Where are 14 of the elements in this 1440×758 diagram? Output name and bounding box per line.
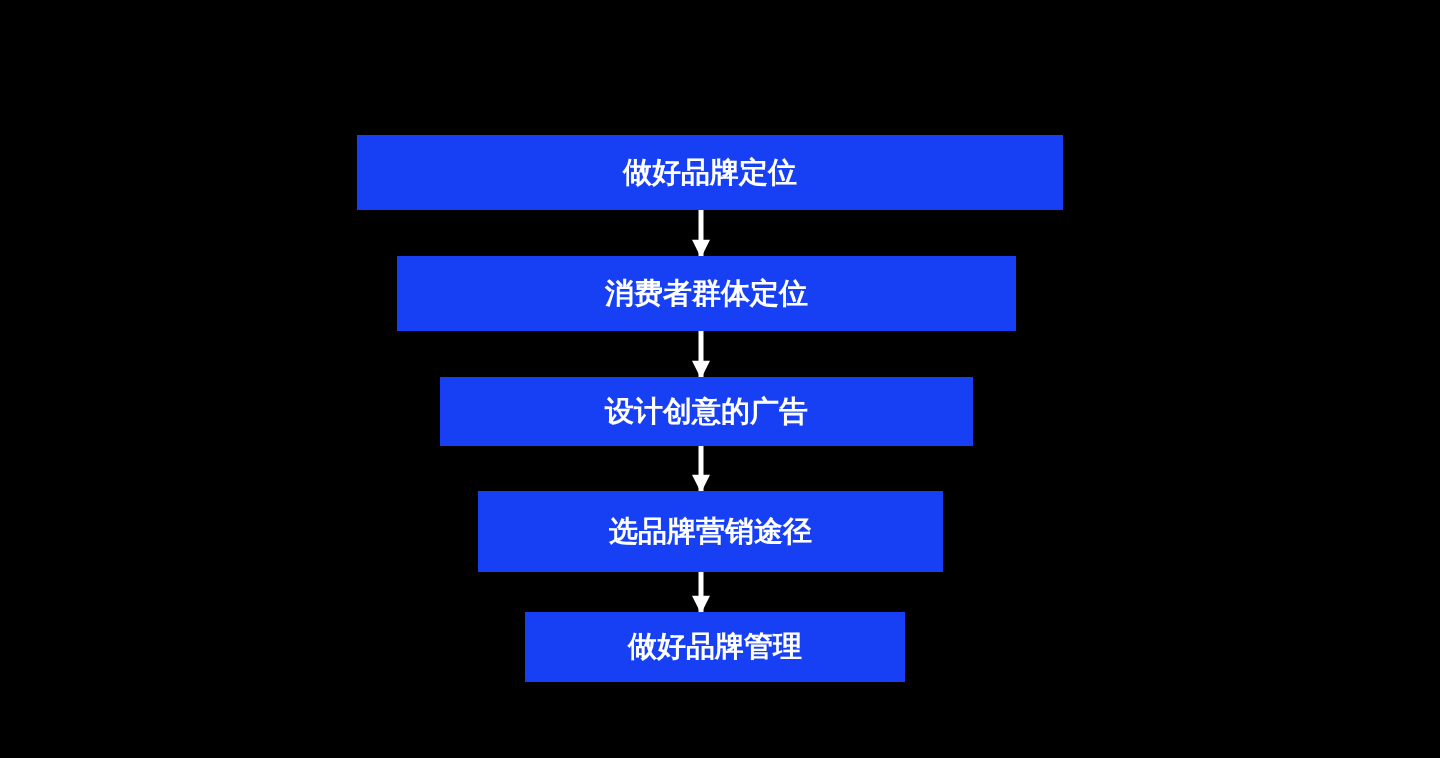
arrow	[692, 331, 710, 379]
process-box	[357, 135, 1063, 210]
step-label: 设计创意的广告	[605, 392, 808, 430]
step-label: 做好品牌管理	[628, 628, 802, 665]
step-label: 做好品牌定位	[623, 153, 797, 191]
arrow	[692, 446, 710, 493]
arrow	[692, 210, 710, 258]
process-box	[525, 612, 905, 682]
process-box	[397, 256, 1016, 331]
process-box	[440, 377, 973, 446]
step-label: 消费者群体定位	[605, 274, 808, 312]
arrow	[692, 572, 710, 614]
step-label: 选品牌营销途径	[609, 512, 812, 550]
process-box	[478, 491, 943, 572]
